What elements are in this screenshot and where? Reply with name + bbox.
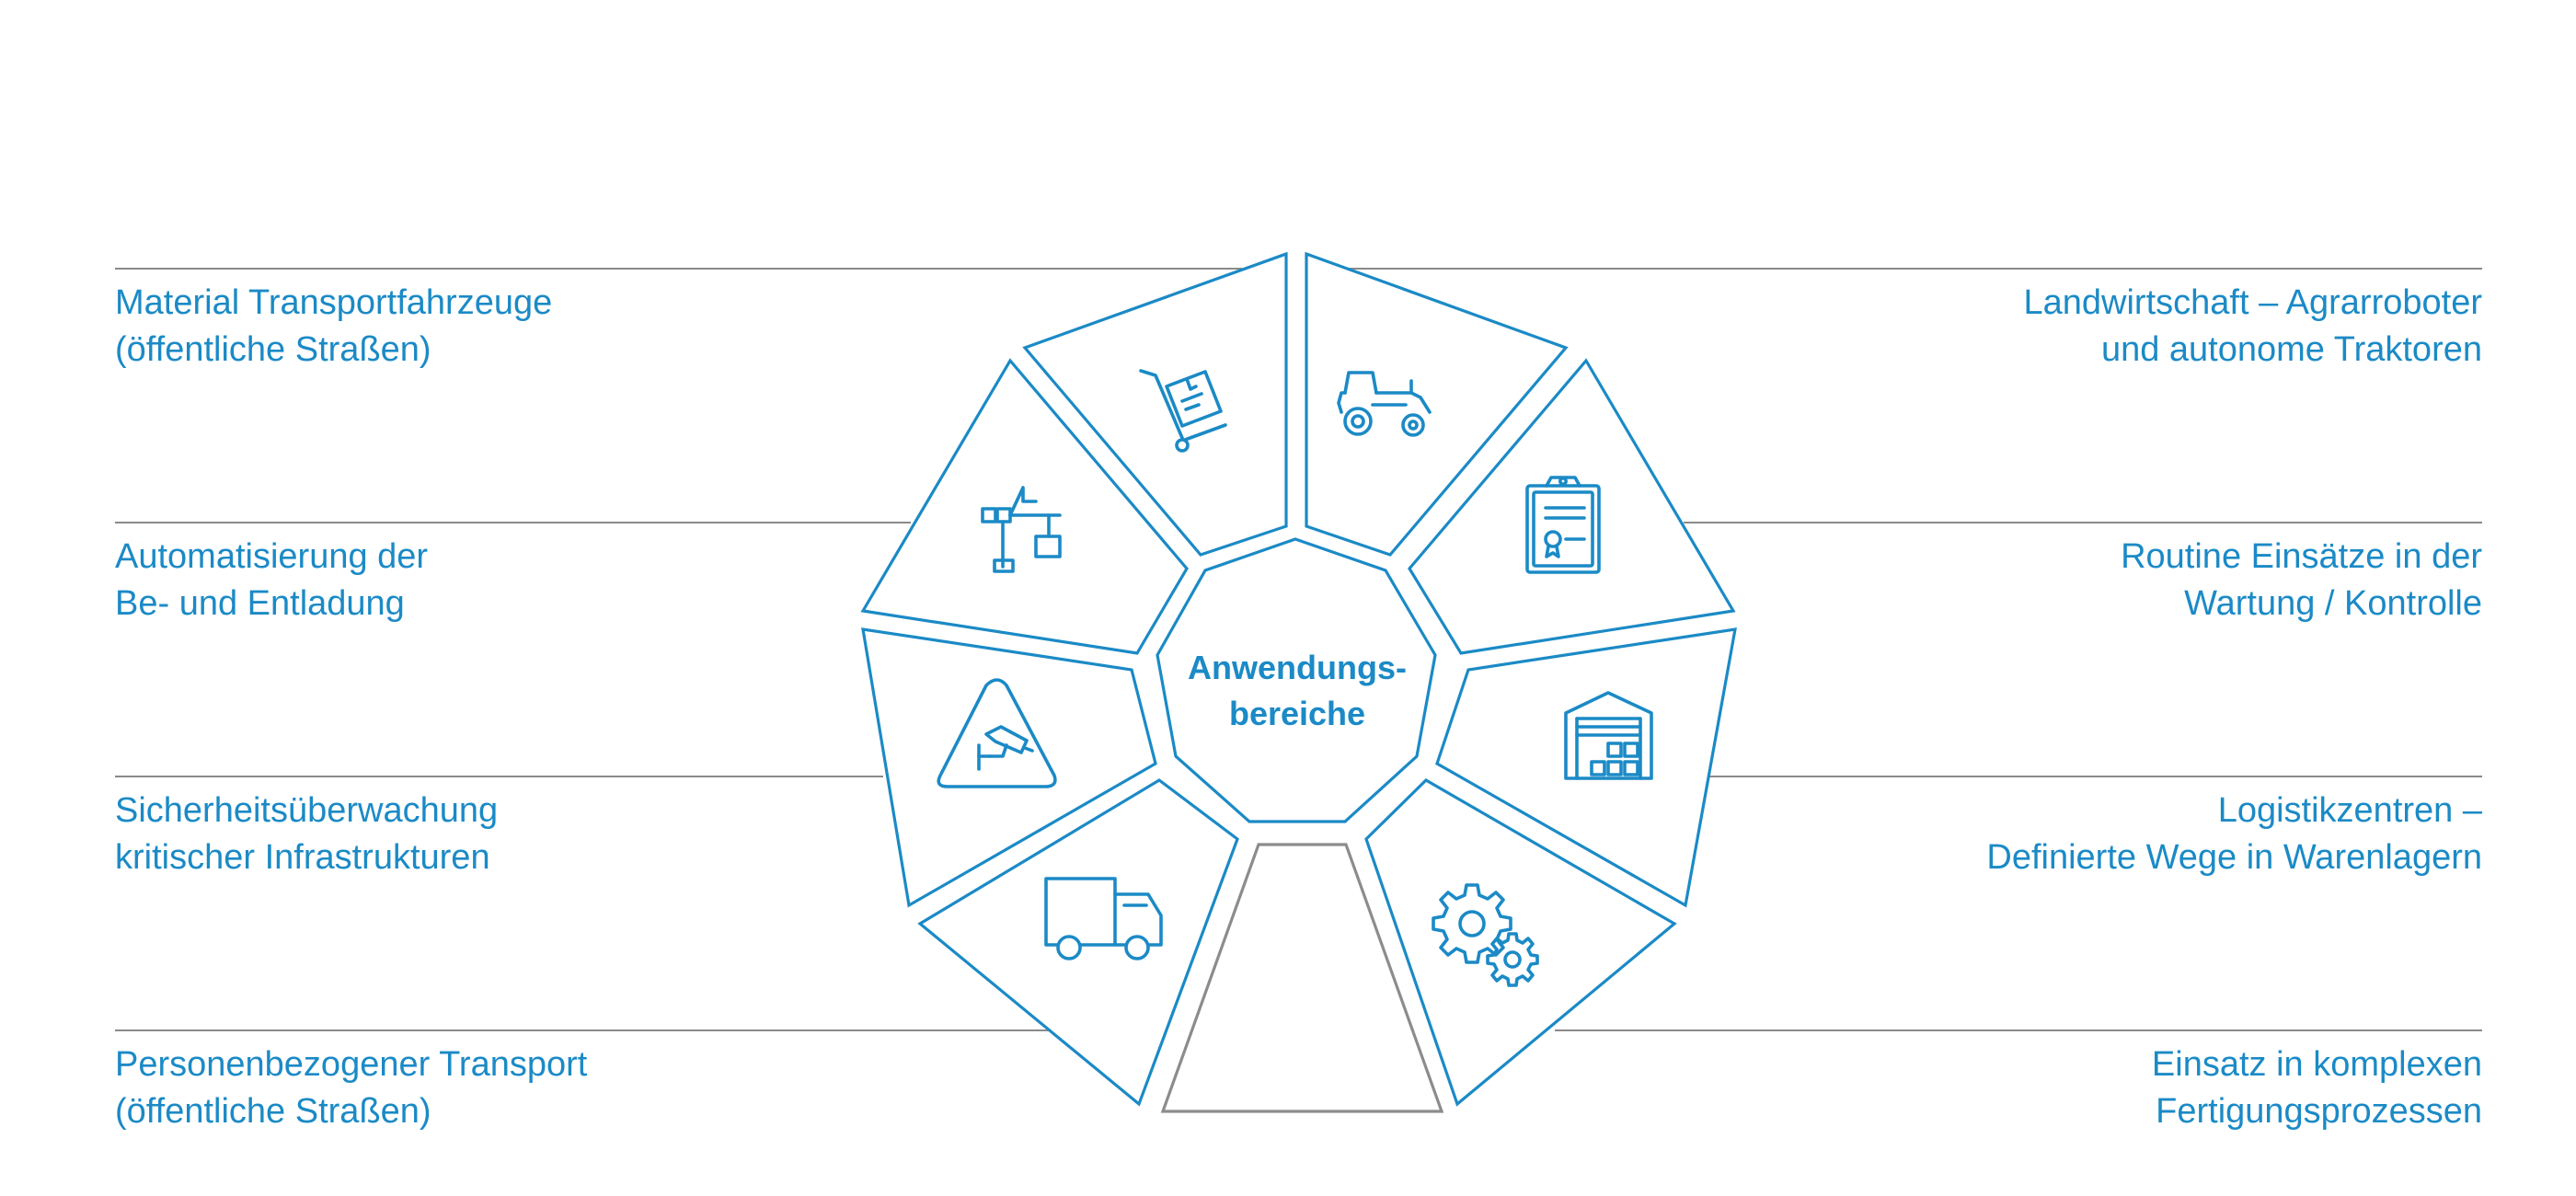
- segment-agriculture: [1305, 251, 1569, 557]
- center-title-line-2: bereiche: [1229, 695, 1365, 732]
- gears-icon: [1432, 883, 1539, 987]
- label-loading-automation-line-1: Automatisierung der: [115, 537, 429, 576]
- label-maintenance-line-2: Wartung / Kontrolle: [2184, 584, 2482, 623]
- label-security-monitoring-line-2: kritischer Infrastrukturen: [115, 838, 490, 877]
- label-maintenance-line-1: Routine Einsätze in der: [2121, 537, 2482, 576]
- label-passenger-transport: Personenbezogener Transport (öffentliche…: [115, 1041, 587, 1135]
- label-agriculture: Landwirtschaft – Agrarroboter und autono…: [2024, 280, 2483, 374]
- label-logistics-line-2: Definierte Wege in Warenlagern: [1986, 838, 2482, 877]
- label-passenger-transport-line-2: (öffentliche Straßen): [115, 1092, 431, 1131]
- center-polygon: [1156, 537, 1437, 823]
- segment-logistics: [1435, 627, 1737, 908]
- crane-icon: [981, 486, 1062, 573]
- warehouse-icon: [1564, 691, 1653, 780]
- hand-truck-icon: [1139, 369, 1227, 453]
- segment-material-transport: [1022, 251, 1288, 557]
- tractor-icon: [1337, 371, 1432, 437]
- label-material-transport-line-1: Material Transportfahrzeuge: [115, 283, 553, 322]
- label-loading-automation: Automatisierung der Be- und Entladung: [115, 534, 428, 627]
- security-camera-warning-icon: [937, 678, 1057, 788]
- delivery-truck-icon: [1044, 877, 1163, 960]
- center-title-line-1: Anwendungs-: [1188, 649, 1407, 686]
- label-manufacturing: Einsatz in komplexen Fertigungsprozessen: [2152, 1041, 2482, 1135]
- label-logistics: Logistikzentren – Definierte Wege in War…: [1986, 788, 2482, 881]
- label-passenger-transport-line-1: Personenbezogener Transport: [115, 1045, 588, 1084]
- segment-loading-automation: [860, 358, 1189, 655]
- label-manufacturing-line-1: Einsatz in komplexen: [2151, 1045, 2482, 1084]
- label-loading-automation-line-2: Be- und Entladung: [115, 584, 405, 623]
- label-agriculture-line-2: und autonome Traktoren: [2100, 330, 2482, 369]
- segment-security: [861, 627, 1157, 908]
- label-logistics-line-1: Logistikzentren –: [2217, 791, 2482, 830]
- label-security-monitoring-line-1: Sicherheitsüberwachung: [115, 791, 499, 830]
- label-material-transport: Material Transportfahrzeuge (öffentliche…: [115, 280, 552, 374]
- label-agriculture-line-1: Landwirtschaft – Agrarroboter: [2023, 283, 2483, 322]
- label-material-transport-line-2: (öffentliche Straßen): [115, 330, 431, 369]
- label-manufacturing-line-2: Fertigungsprozessen: [2156, 1092, 2482, 1131]
- label-security-monitoring: Sicherheitsüberwachung kritischer Infras…: [115, 788, 498, 881]
- label-maintenance: Routine Einsätze in der Wartung / Kontro…: [2121, 534, 2482, 627]
- clipboard-certificate-icon: [1525, 476, 1601, 574]
- guide-lines: [115, 268, 2482, 1031]
- segment-empty: [1160, 843, 1444, 1113]
